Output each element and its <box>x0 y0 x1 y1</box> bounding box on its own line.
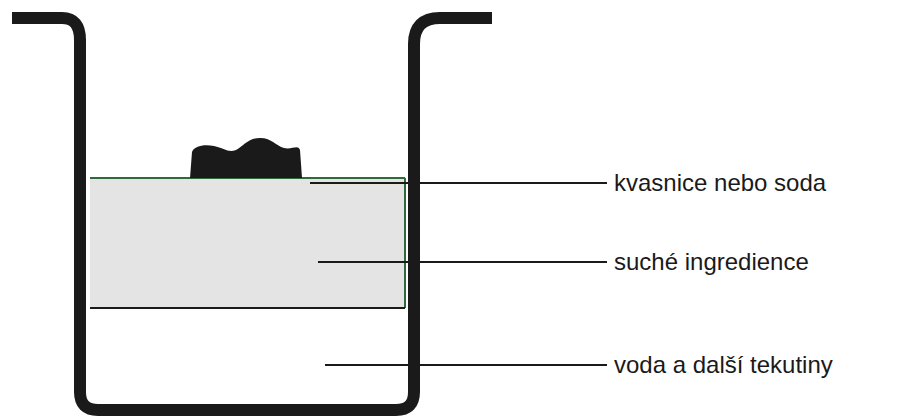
leader-line <box>325 364 607 366</box>
leader-line <box>310 182 607 184</box>
part-label: suché ingredience <box>614 248 809 276</box>
layer-edge <box>404 178 406 308</box>
part-label: kvasnice nebo soda <box>614 169 826 197</box>
leader-line <box>318 261 607 263</box>
dry-layer <box>90 178 405 308</box>
yeast-blob <box>190 138 302 178</box>
pan-outline <box>12 18 492 410</box>
part-label: voda a další tekutiny <box>614 351 833 379</box>
layer-edge <box>90 307 405 309</box>
